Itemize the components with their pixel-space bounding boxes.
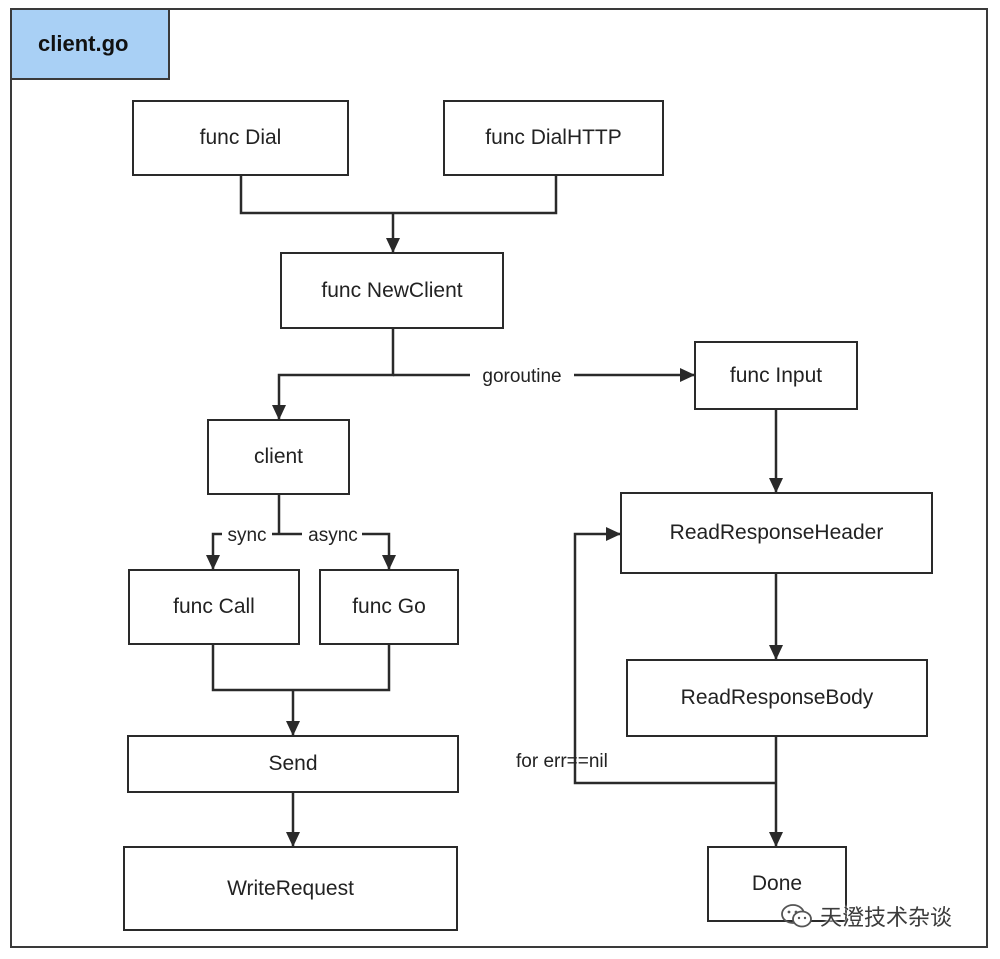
- node-func-dialhttp: func DialHTTP: [443, 100, 664, 176]
- edge-dial-merge: [239, 176, 558, 215]
- node-func-newclient: func NewClient: [280, 252, 504, 329]
- goroutine-label: goroutine: [482, 366, 561, 387]
- node-func-input: func Input: [694, 341, 858, 410]
- node-func-dial: func Dial: [132, 100, 349, 176]
- node-write-request: WriteRequest: [123, 846, 458, 931]
- node-send: Send: [127, 735, 459, 793]
- edge-async: [362, 532, 396, 570]
- loop-label: for err==nil: [516, 751, 608, 772]
- node-client: client: [207, 419, 350, 495]
- edge-newclient-to-client: [272, 329, 395, 420]
- goroutine-label-bg: [470, 362, 574, 388]
- node-read-response-body: ReadResponseBody: [626, 659, 928, 737]
- node-done: Done: [707, 846, 847, 922]
- wechat-icon: [781, 904, 812, 928]
- node-func-call: func Call: [128, 569, 300, 645]
- edge-loop: [573, 527, 776, 785]
- diagram-title: client.go: [10, 8, 170, 80]
- edge-callgo-merge: [211, 645, 391, 692]
- node-read-response-header: ReadResponseHeader: [620, 492, 933, 574]
- async-label: async: [308, 525, 358, 546]
- watermark: 天澄技术杂谈: [780, 898, 952, 934]
- edge-sync: [206, 532, 222, 570]
- node-func-go: func Go: [319, 569, 459, 645]
- diagram-frame: [10, 8, 988, 948]
- sync-label: sync: [227, 525, 266, 546]
- watermark-text: 天澄技术杂谈: [820, 906, 953, 931]
